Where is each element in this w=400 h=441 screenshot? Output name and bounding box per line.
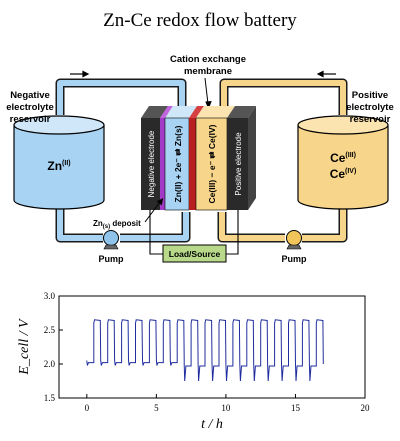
plot-frame	[58, 295, 366, 399]
svg-text:Negative: Negative	[10, 90, 50, 101]
membrane-label: Cation exchange membrane	[170, 54, 246, 77]
x-axis-label: t / h	[201, 417, 223, 432]
positive-reservoir-tank: Ce(III) Ce(IV)	[297, 115, 389, 210]
negative-pump-icon	[103, 230, 119, 250]
svg-text:reservoir: reservoir	[350, 114, 391, 125]
flow-arrow-icon	[316, 70, 336, 78]
positive-flow-pipe	[217, 78, 348, 243]
y-tick-label: 2.0	[44, 359, 56, 369]
svg-text:Cation exchange: Cation exchange	[170, 54, 246, 65]
positive-pump-label: Pump	[281, 254, 307, 264]
svg-text:Zn(II): Zn(II)	[47, 159, 70, 173]
svg-text:reservoir: reservoir	[10, 114, 51, 125]
positive-electrode-label: Positive electrode	[234, 132, 243, 196]
cell-voltage-chart: 1.5 2.0 2.5 3.0 0 5 10 15 20 E_cell / V t / h	[17, 291, 370, 432]
negative-half-reaction: Zn(II) + 2e⁻ ⇄ Zn(s)	[173, 125, 183, 202]
negative-flow-pipe	[55, 78, 191, 243]
svg-text:membrane: membrane	[184, 66, 232, 77]
load-source-label: Load/Source	[169, 249, 221, 259]
zn-deposit-pointer-icon	[144, 198, 164, 223]
x-tick-label: 5	[154, 403, 159, 413]
negative-pump-label: Pump	[98, 254, 124, 264]
cell-voltage-trace	[86, 319, 324, 382]
negative-electrode-label: Negative electrode	[147, 130, 156, 197]
positive-pump-icon	[286, 230, 302, 250]
membrane-pointer-icon	[204, 77, 212, 110]
svg-text:electrolyte: electrolyte	[346, 102, 394, 113]
svg-text:electrolyte: electrolyte	[6, 102, 54, 113]
flow-arrow-icon	[70, 70, 90, 78]
cell-stack	[141, 106, 256, 211]
svg-text:Ce(III): Ce(III)	[330, 151, 356, 165]
zn-deposit-label: Zn(s) deposit	[93, 219, 141, 230]
negative-reservoir-tank: Zn(II)	[13, 115, 105, 210]
svg-text:Ce(IV): Ce(IV)	[330, 167, 357, 181]
y-tick-label: 3.0	[44, 291, 56, 301]
y-tick-label: 1.5	[44, 393, 56, 403]
x-tick-label: 0	[85, 403, 90, 413]
y-axis-label: E_cell / V	[17, 318, 32, 376]
negative-reservoir-label: Negative electrolyte reservoir	[6, 90, 54, 125]
external-circuit-wire	[149, 210, 239, 255]
positive-half-reaction: Ce(III) − e⁻ ⇄ Ce(IV)	[207, 124, 217, 203]
page-title: Zn-Ce redox flow battery	[103, 10, 297, 31]
x-tick-label: 10	[221, 403, 231, 413]
x-tick-label: 15	[291, 403, 301, 413]
positive-reservoir-label: Positive electrolyte reservoir	[346, 90, 394, 125]
x-tick-label: 20	[361, 403, 371, 413]
y-axis: 1.5 2.0 2.5 3.0	[44, 291, 63, 403]
y-tick-label: 2.5	[44, 325, 56, 335]
svg-text:Positive: Positive	[352, 90, 388, 101]
battery-diagram: Zn(II) Ce(III) Ce(IV) Negative electroly…	[6, 54, 394, 264]
load-source-box: Load/Source	[162, 244, 227, 263]
x-axis: 0 5 10 15 20	[85, 394, 370, 413]
